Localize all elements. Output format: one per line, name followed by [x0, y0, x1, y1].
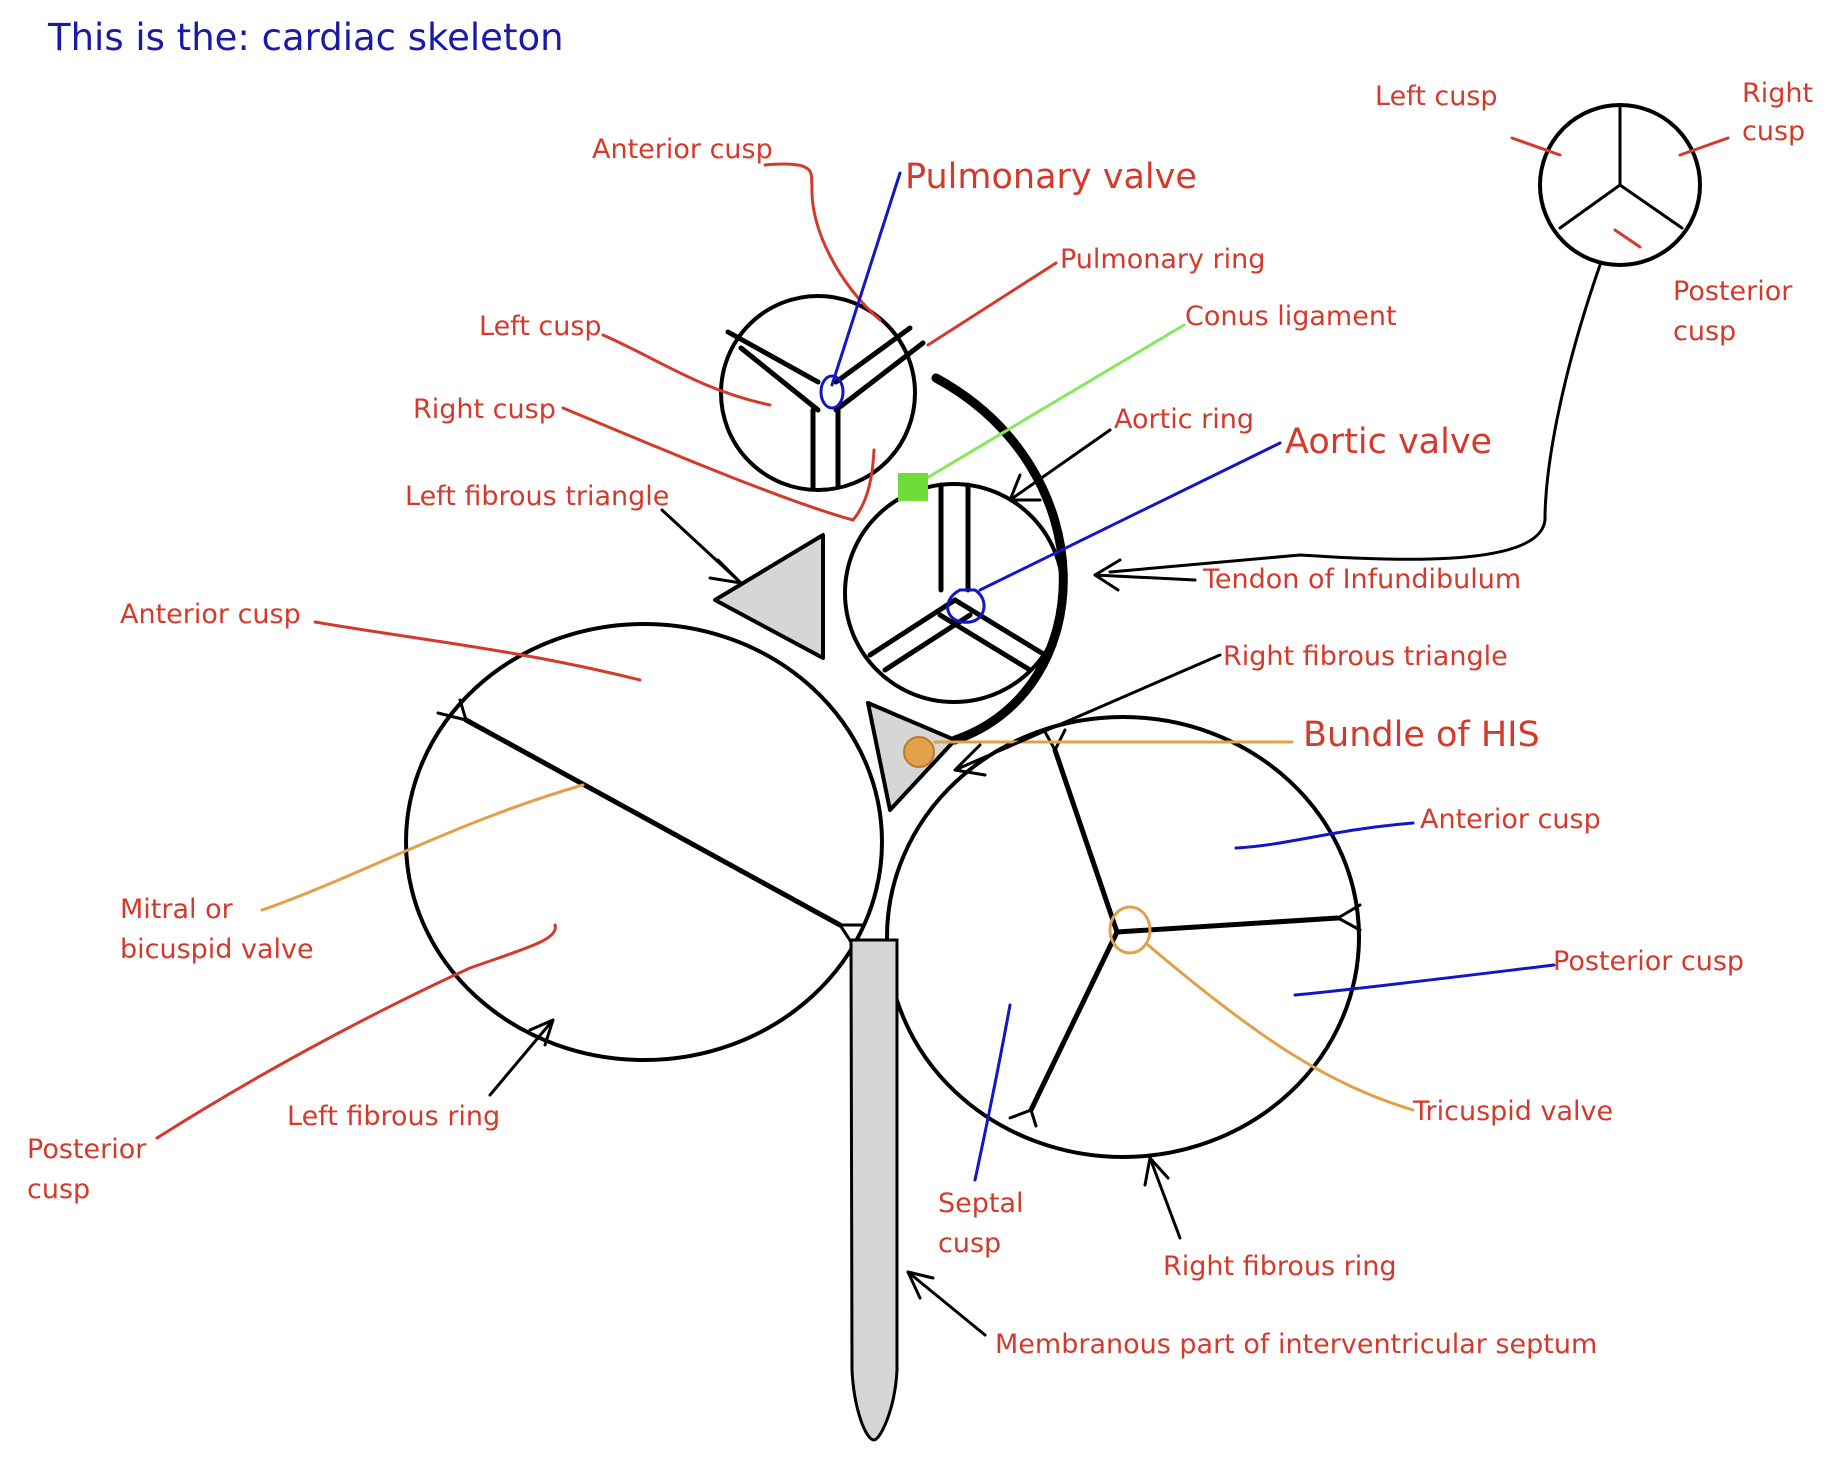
mitral-anterior-cusp-label: Anterior cusp — [120, 599, 301, 630]
tricuspid-anterior-cusp-label: Anterior cusp — [1420, 804, 1601, 835]
right-fibrous-ring-label: Right fibrous ring — [1163, 1251, 1396, 1282]
inset-right-cusp-label-2: cusp — [1742, 116, 1805, 147]
tricuspid-valve-label: Tricuspid valve — [1412, 1096, 1613, 1127]
left-fibrous-triangle-label: Left fibrous triangle — [405, 481, 669, 512]
tendon-of-infundibulum-label: Tendon of Infundibulum — [1202, 564, 1521, 595]
septal-cusp-label-1: Septal — [938, 1188, 1024, 1219]
conus-ligament-label: Conus ligament — [1185, 301, 1397, 332]
left-fibrous-ring-label: Left fibrous ring — [287, 1101, 500, 1132]
aortic-valve-label: Aortic valve — [1285, 422, 1492, 462]
tricuspid-posterior-cusp-label: Posterior cusp — [1553, 946, 1744, 977]
right-fibrous-triangle-label: Right fibrous triangle — [1223, 641, 1508, 672]
pulmonary-left-cusp-label: Left cusp — [479, 311, 602, 342]
bundle-of-his-label: Bundle of HIS — [1303, 715, 1540, 755]
mitral-valve-label-1: Mitral or — [120, 894, 234, 925]
aortic-ring-label: Aortic ring — [1114, 404, 1254, 435]
pulmonary-valve — [719, 294, 926, 492]
mitral-posterior-cusp-label-2: cusp — [27, 1174, 90, 1205]
tricuspid-valve — [885, 715, 1362, 1159]
inset-aortic-valve — [1108, 103, 1702, 574]
mitral-valve-label-2: bicuspid valve — [120, 934, 314, 965]
pulmonary-ring-label: Pulmonary ring — [1060, 244, 1265, 275]
mitral-posterior-cusp-label-1: Posterior — [27, 1134, 147, 1165]
left-fibrous-triangle — [713, 533, 825, 660]
inset-posterior-cusp-label-1: Posterior — [1673, 276, 1793, 307]
aortic-valve — [843, 482, 1065, 704]
diagram-title: This is the: cardiac skeleton — [47, 16, 564, 59]
pulmonary-right-cusp-label: Right cusp — [413, 394, 556, 425]
membranous-septum — [849, 938, 899, 1442]
pulmonary-anterior-cusp-label: Anterior cusp — [592, 134, 773, 165]
mitral-valve — [404, 622, 884, 1062]
inset-posterior-cusp-label-2: cusp — [1673, 316, 1736, 347]
bundle-of-his-dot — [903, 736, 935, 768]
inset-left-cusp-label: Left cusp — [1375, 81, 1498, 112]
septal-cusp-label-2: cusp — [938, 1228, 1001, 1259]
membranous-septum-label: Membranous part of interventricular sept… — [995, 1329, 1597, 1360]
conus-ligament-marker — [898, 473, 928, 501]
pulmonary-valve-label: Pulmonary valve — [905, 157, 1197, 197]
inset-right-cusp-label-1: Right — [1742, 78, 1813, 109]
